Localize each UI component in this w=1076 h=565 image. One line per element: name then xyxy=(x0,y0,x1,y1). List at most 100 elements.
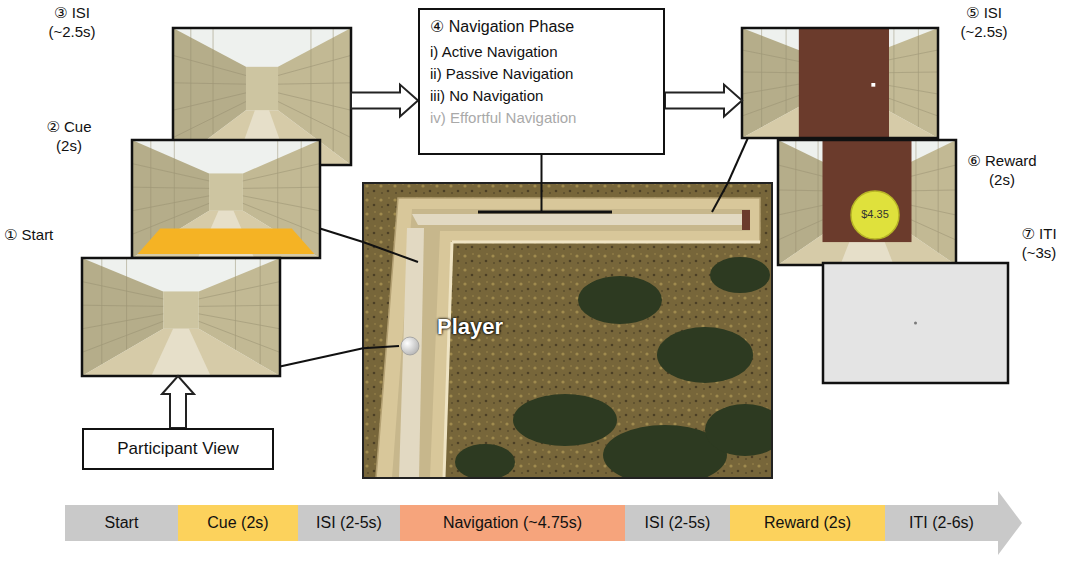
view-label: Participant View xyxy=(117,439,239,459)
step-label: ② Cue (2s) xyxy=(38,118,100,156)
start-screenshot: ① Start xyxy=(82,258,280,376)
isi-door-screenshot-image xyxy=(871,83,875,87)
maze-map-image xyxy=(478,211,612,214)
text-holder: $4.35 xyxy=(850,208,900,222)
text-holder: i) Active Navigation xyxy=(430,41,653,63)
text-holder: ① Start xyxy=(4,226,84,245)
start-screenshot-image xyxy=(82,258,280,376)
maze-map-image xyxy=(363,183,772,478)
maze-map-image xyxy=(578,276,662,324)
text-holder: ② Cue (2s) xyxy=(38,118,100,156)
cue-screenshot: ② Cue (2s) xyxy=(132,140,320,258)
player-label: Player xyxy=(437,313,547,341)
text-holder: iv) Effortful Navigation xyxy=(430,107,653,129)
maze-map-image xyxy=(363,183,785,485)
segment-label: ISI (2-5s) xyxy=(645,514,711,532)
step-label: ⑥ Reward (2s) xyxy=(958,152,1046,190)
flow-arrow xyxy=(351,85,418,117)
maze-map-image xyxy=(455,257,772,478)
reward-amount: $4.35 xyxy=(850,208,900,222)
text-holder: ITI (2-6s) xyxy=(909,514,974,532)
text-holder: Participant View xyxy=(117,439,239,459)
segment-label: Navigation (~4.75s) xyxy=(443,514,582,532)
timeline-segment: ITI (2-6s) xyxy=(885,505,1022,541)
timeline-segment: Navigation (~4.75s) xyxy=(400,505,625,541)
view-arrow xyxy=(162,376,194,428)
cue-screenshot-image xyxy=(132,140,320,258)
text-holder: ⑥ Reward (2s) xyxy=(958,152,1046,190)
leader-line xyxy=(320,229,363,243)
text-holder: iii) No Navigation xyxy=(430,85,653,107)
reward-screenshot: ⑥ Reward (2s)$4.35 xyxy=(778,140,956,265)
segment-label: ISI (2-5s) xyxy=(316,514,382,532)
timeline-segment: Reward (2s) xyxy=(730,505,885,541)
leader-line xyxy=(280,348,363,366)
reward-screenshot-image xyxy=(778,140,956,265)
segment-label: Reward (2s) xyxy=(764,514,851,532)
maze-map-image xyxy=(710,257,770,293)
maze-map-image xyxy=(452,241,760,244)
segment-label: Cue (2s) xyxy=(207,514,268,532)
text-holder: ⑦ ITI (~3s) xyxy=(1008,225,1070,263)
maze-map-image xyxy=(705,404,772,456)
iti-screenshot: ⑦ ITI (~3s) xyxy=(823,263,1008,383)
leader-line xyxy=(728,138,748,183)
maze-map-image xyxy=(399,228,424,478)
maze-map-image xyxy=(392,209,750,478)
maze-map-image xyxy=(412,214,748,225)
reward-screenshot-image xyxy=(778,140,956,265)
isi-door-screenshot-image xyxy=(742,28,938,138)
segment-label: Start xyxy=(105,514,139,532)
iti-screenshot-image xyxy=(823,263,1008,383)
text-holder: ISI (2-5s) xyxy=(645,514,711,532)
isi-door-screenshot-image xyxy=(742,28,938,138)
timeline-segment: ISI (2-5s) xyxy=(625,505,730,541)
text-holder: ⑤ ISI (~2.5s) xyxy=(948,4,1020,42)
phase-heading: ④ Navigation Phase xyxy=(430,15,574,39)
step-label: ⑦ ITI (~3s) xyxy=(1008,225,1070,263)
condition-item: iii) No Navigation xyxy=(430,85,543,107)
reward-screenshot-image xyxy=(778,140,956,265)
isi-screenshot: ⑤ ISI (~2.5s) xyxy=(742,28,938,138)
step-label: ① Start xyxy=(4,226,84,245)
maze-map-image xyxy=(541,183,543,212)
timeline-segment: Start xyxy=(65,505,178,541)
condition-item: ii) Passive Navigation xyxy=(430,63,573,85)
maze-map-image xyxy=(712,183,728,212)
start-screenshot-image xyxy=(82,258,280,376)
maze-map-image xyxy=(363,183,728,348)
navigation-phase-box: ④ Navigation Phasei) Active Navigationii… xyxy=(418,8,665,155)
reward-screenshot-image xyxy=(851,191,899,239)
text-holder: Player xyxy=(437,313,547,341)
isi-door-screenshot-image xyxy=(742,28,938,138)
timeline-arrowhead xyxy=(885,491,1022,555)
cue-screenshot-image xyxy=(132,140,320,258)
isi-door-screenshot-image xyxy=(742,28,938,138)
maze-map-image xyxy=(376,198,760,478)
cue-screenshot-image xyxy=(132,140,320,258)
text-holder: Reward (2s) xyxy=(764,514,851,532)
cue-screenshot-image xyxy=(132,140,320,258)
text-holder: ISI (2-5s) xyxy=(316,514,382,532)
text-holder: ii) Passive Navigation xyxy=(430,63,653,85)
step-label: ③ ISI (~2.5s) xyxy=(36,4,108,42)
text-holder: Start xyxy=(105,514,139,532)
iti-screenshot-image xyxy=(914,322,917,325)
maze-map-image xyxy=(513,394,617,446)
maze-map-image xyxy=(363,242,418,262)
segment-label: ITI (2-6s) xyxy=(909,514,974,532)
leader-line xyxy=(541,155,543,183)
maze-map-image xyxy=(657,327,753,383)
maze-map-image xyxy=(444,242,452,478)
text-holder: ④ Navigation Phase xyxy=(430,15,653,39)
timeline-segment: ISI (2-5s) xyxy=(298,505,400,541)
maze-map-image xyxy=(455,444,515,478)
text-holder: ③ ISI (~2.5s) xyxy=(36,4,108,42)
text-holder: Navigation (~4.75s) xyxy=(443,514,582,532)
isi-door-screenshot-image xyxy=(799,28,889,138)
condition-item: i) Active Navigation xyxy=(430,41,558,63)
maze-map-image xyxy=(363,346,399,348)
step-label: ⑤ ISI (~2.5s) xyxy=(948,4,1020,42)
reward-screenshot-image xyxy=(823,140,912,242)
condition-item: iv) Effortful Navigation xyxy=(430,107,576,129)
